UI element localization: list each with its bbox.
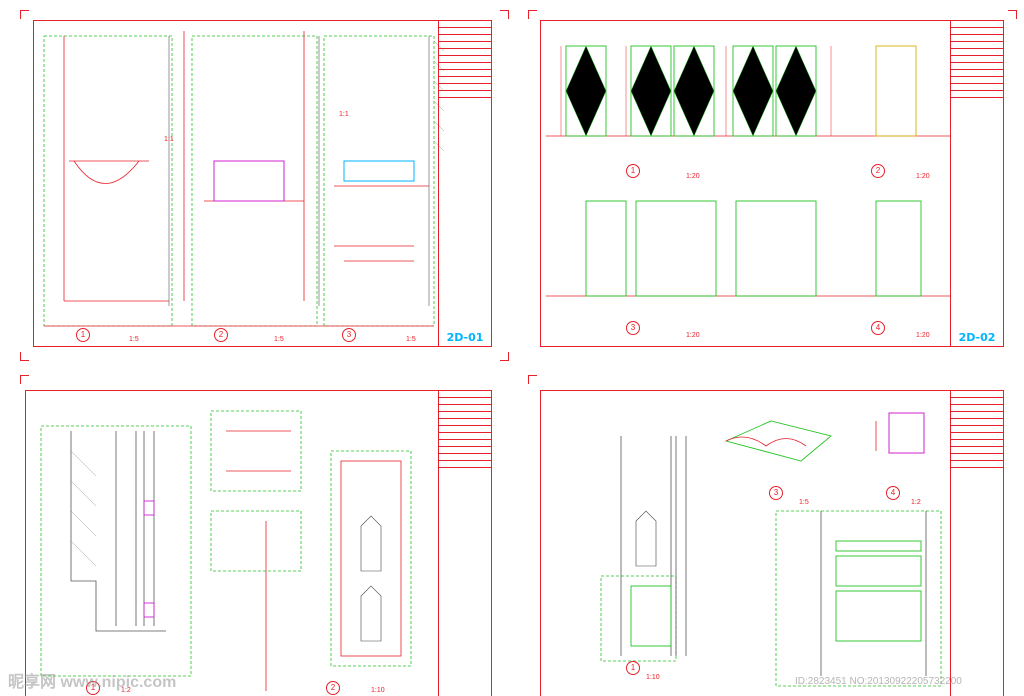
watermark-id: ID:2823451 NO:20130922205732200: [795, 676, 962, 687]
view-3-scale: 1:20: [686, 332, 700, 339]
crop-mark: [20, 352, 29, 361]
sheet-4-drawing: [600, 412, 942, 687]
view-4-scale: 1:20: [916, 332, 930, 339]
view-4-scale: 1:2: [911, 499, 921, 506]
crop-mark: [500, 352, 509, 361]
title-block: [950, 391, 1003, 696]
crop-mark: [528, 375, 537, 384]
view-1-marker: 1: [76, 328, 90, 342]
crop-mark: [20, 10, 29, 19]
drawing-sheet-1: 1 1:5 2 1:5 3 1:5 1:1 1:1 2D-01: [33, 20, 492, 347]
view-1-scale: 1:5: [129, 336, 139, 343]
crop-mark: [528, 10, 537, 19]
detail-scale-b: 1:1: [339, 111, 349, 118]
view-3-marker: 3: [769, 486, 783, 500]
view-4-marker: 4: [871, 321, 885, 335]
title-block: 2D-01: [438, 21, 491, 346]
sheet-2-drawing: [546, 45, 951, 297]
crop-mark: [500, 10, 509, 19]
view-4-marker: 4: [886, 486, 900, 500]
view-3-scale: 1:5: [799, 499, 809, 506]
view-1-marker: 1: [626, 164, 640, 178]
view-3-scale: 1:5: [406, 336, 416, 343]
view-2-scale: 1:5: [274, 336, 284, 343]
sheet-1-drawing: [43, 31, 445, 327]
view-2-marker: 2: [326, 681, 340, 695]
detail-scale-a: 1:1: [164, 136, 174, 143]
view-1-scale: 1:10: [646, 674, 660, 681]
sheet-number: 2D-02: [958, 331, 996, 344]
title-block: 2D-02: [950, 21, 1003, 346]
view-2-marker: 2: [214, 328, 228, 342]
view-1-scale: 1:20: [686, 173, 700, 180]
title-block: [438, 391, 491, 696]
view-2-scale: 1:20: [916, 173, 930, 180]
view-3-marker: 3: [626, 321, 640, 335]
view-3-marker: 3: [342, 328, 356, 342]
crop-mark: [1008, 10, 1017, 19]
view-2-scale: 1:10: [371, 687, 385, 694]
watermark-site: 昵享网 www.nipic.com: [8, 674, 177, 691]
drawing-sheet-3: 1 1:2 2 1:10: [25, 390, 492, 696]
drawing-sheet-4: 1 1:10 3 1:5 4 1:2: [540, 390, 1004, 696]
view-2-marker: 2: [871, 164, 885, 178]
view-1-scale: 1:2: [121, 687, 131, 694]
sheet-number: 2D-01: [446, 331, 484, 344]
crop-mark: [20, 375, 29, 384]
drawing-sheet-2: 1 1:20 2 1:20 3 1:20 4 1:20 2D-02: [540, 20, 1004, 347]
sheet-3-drawing: [40, 410, 412, 691]
view-1-marker: 1: [626, 661, 640, 675]
